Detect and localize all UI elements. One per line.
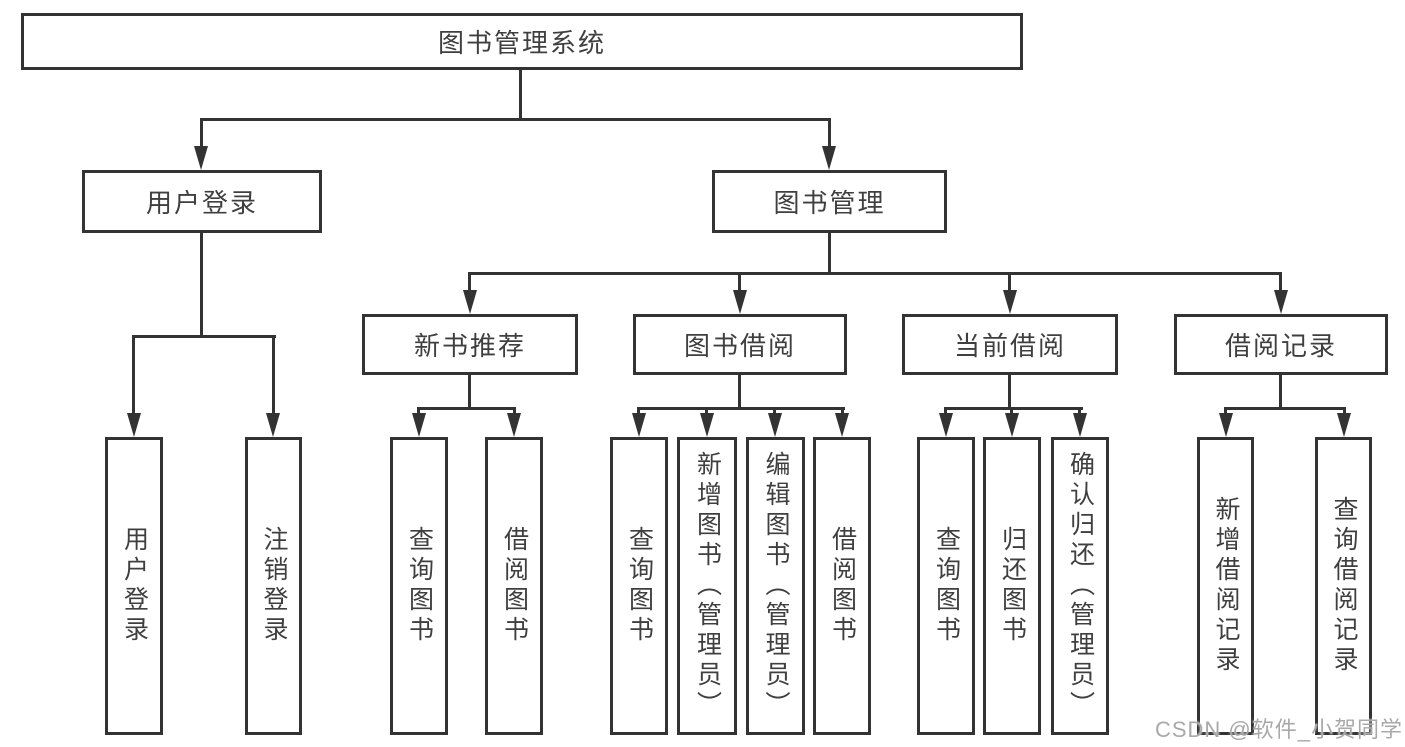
- leaf-add-borrow-record: 新增借阅记录: [1197, 437, 1254, 735]
- arrow-down-icon: [412, 413, 426, 437]
- edge-line: [200, 118, 203, 152]
- edge-line: [468, 375, 471, 410]
- node-borrow-record: 借阅记录: [1174, 314, 1388, 375]
- edge-line: [841, 407, 844, 417]
- leaf-query-borrow-record: 查询借阅记录: [1315, 437, 1372, 735]
- leaf-borrow-book-recommend: 借阅图书: [485, 437, 543, 735]
- arrow-down-icon: [1005, 413, 1019, 437]
- leaf-confirm-return-admin: 确认归还（管理员）: [1051, 437, 1109, 735]
- edge-line: [944, 407, 947, 417]
- node-book-management: 图书管理: [712, 170, 947, 233]
- csdn-watermark: CSDN @软件_小贺同学: [1154, 717, 1403, 742]
- leaf-add-book-admin: 新增图书（管理员）: [677, 437, 737, 735]
- leaf-query-book-borrow: 查询图书: [610, 437, 668, 735]
- arrow-down-icon: [632, 413, 646, 437]
- arrow-down-icon: [507, 413, 521, 437]
- leaf-query-book-current: 查询图书: [917, 437, 975, 735]
- leaf-return-book: 归还图书: [983, 437, 1041, 735]
- edge-line: [132, 335, 135, 419]
- edge-line: [513, 407, 516, 417]
- leaf-edit-book-admin: 编辑图书（管理员）: [746, 437, 805, 735]
- node-new-book-recommend: 新书推荐: [362, 314, 578, 375]
- edge-line: [705, 407, 708, 417]
- edge-line: [828, 233, 831, 275]
- arrow-down-icon: [733, 290, 747, 314]
- arrow-down-icon: [127, 413, 141, 437]
- edge-line: [637, 407, 845, 410]
- arrow-down-icon: [768, 413, 782, 437]
- edge-line: [637, 407, 640, 417]
- edge-line: [417, 407, 420, 417]
- node-user-login: 用户登录: [82, 170, 322, 233]
- arrow-down-icon: [1003, 290, 1017, 314]
- arrow-down-icon: [1274, 290, 1288, 314]
- edge-line: [200, 118, 831, 121]
- arrow-down-icon: [1219, 413, 1233, 437]
- arrow-down-icon: [700, 413, 714, 437]
- arrow-down-icon: [835, 413, 849, 437]
- edge-line: [417, 407, 516, 410]
- node-book-borrow: 图书借阅: [633, 314, 847, 375]
- edge-line: [773, 407, 776, 417]
- node-root: 图书管理系统: [21, 13, 1023, 70]
- edge-line: [132, 335, 276, 338]
- edge-line: [468, 272, 1282, 275]
- edge-line: [1224, 407, 1346, 410]
- edge-line: [1224, 407, 1227, 417]
- arrow-down-icon: [822, 146, 836, 170]
- edge-line: [1010, 407, 1013, 417]
- edge-line: [828, 118, 831, 152]
- edge-line: [1279, 272, 1282, 298]
- leaf-user-login: 用户登录: [105, 437, 163, 735]
- edge-line: [468, 272, 471, 298]
- edge-line: [1078, 407, 1081, 417]
- edge-line: [1008, 375, 1011, 410]
- node-current-borrow: 当前借阅: [902, 314, 1118, 375]
- arrow-down-icon: [266, 413, 280, 437]
- edge-line: [1008, 272, 1011, 298]
- leaf-logout: 注销登录: [245, 437, 302, 735]
- edge-line: [944, 407, 1083, 410]
- edge-line: [200, 233, 203, 335]
- edge-line: [519, 70, 522, 120]
- arrow-down-icon: [463, 290, 477, 314]
- arrow-down-icon: [1337, 413, 1351, 437]
- edge-line: [738, 272, 741, 298]
- edge-line: [738, 375, 741, 410]
- leaf-query-book-recommend: 查询图书: [390, 437, 448, 735]
- edge-line: [272, 335, 275, 419]
- edge-line: [1279, 375, 1282, 410]
- arrow-down-icon: [1073, 413, 1087, 437]
- arrow-down-icon: [939, 413, 953, 437]
- arrow-down-icon: [194, 146, 208, 170]
- edge-line: [1343, 407, 1346, 417]
- leaf-borrow-book: 借阅图书: [813, 437, 871, 735]
